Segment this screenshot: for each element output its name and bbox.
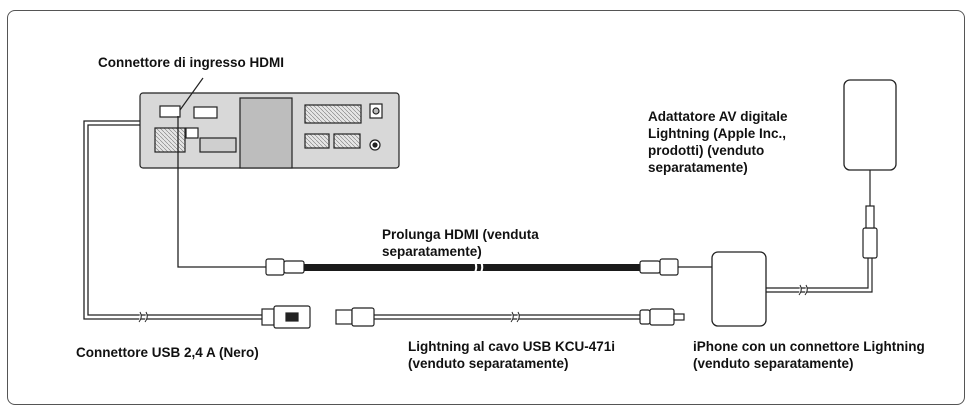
lightning-cable-break [510,311,520,323]
usb-extension-socket [261,305,311,329]
adapter-cable [766,258,873,293]
hdmi-extension-cable [304,264,640,271]
hdmi-extension-label: Prolunga HDMI (venduta separatamente) [382,227,539,259]
hdmi-label-pointer [179,77,204,111]
hdmi-cable-route [177,116,266,268]
head-unit [139,92,400,169]
lightning-plug [639,308,685,326]
hdmi-cable-plug-right [639,258,679,276]
hdmi-port [193,106,218,119]
hdmi-cable-plug-left [265,258,305,276]
av-adapter-label: Adattatore AV digitale Lightning (Apple … [648,109,788,175]
iphone-label: iPhone con un connettore Lightning (vend… [693,339,925,371]
lightning-cable-line [374,314,640,320]
adapter-cable-break [798,284,808,296]
usb-cable-break [138,311,148,323]
usb-connector-label: Connettore USB 2,4 A (Nero) [76,345,259,360]
lightning-usb-plug [335,307,375,327]
iphone-device [843,79,897,171]
av-adapter-body [711,251,767,327]
usb-cable-route [83,120,262,320]
diagram-frame [7,10,965,405]
usb-port [159,105,181,118]
hdmi-cable-break [473,261,484,275]
hdmi-input-connector-label: Connettore di ingresso HDMI [98,55,285,70]
lightning-cable-label: Lightning al cavo USB KCU-471i (venduto … [408,339,616,371]
adapter-lightning-plug [862,170,878,259]
